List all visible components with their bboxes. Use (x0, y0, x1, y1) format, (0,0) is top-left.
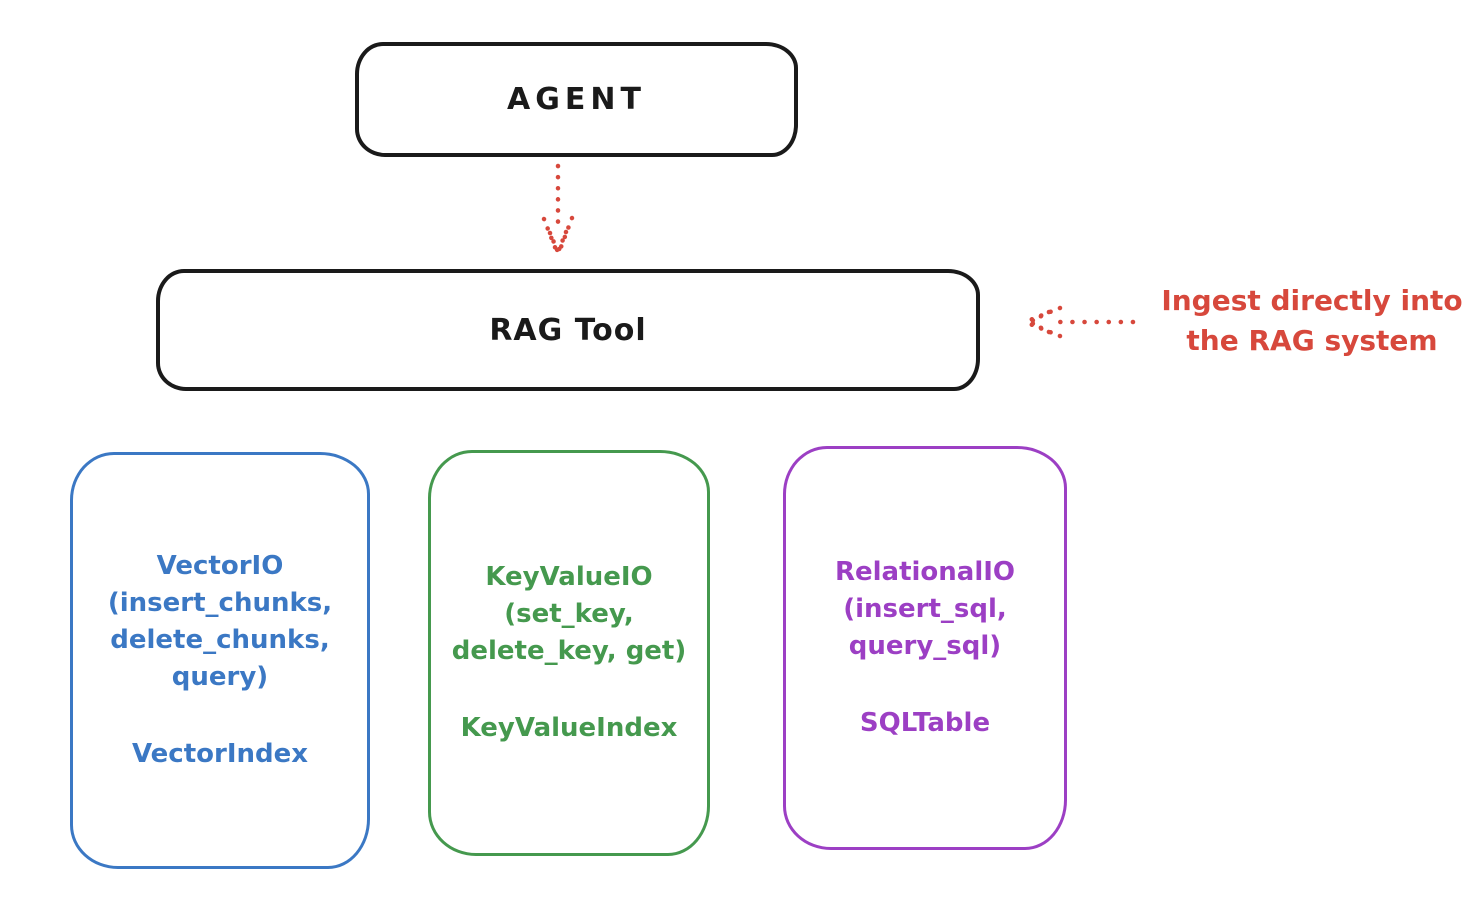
vector-io-subtitle: VectorIndex (131, 739, 309, 769)
relational-io-box: RelationalIO (insert_sql, query_sql) SQL… (783, 446, 1067, 850)
vector-io-box: VectorIO (insert_chunks, delete_chunks, … (70, 452, 370, 869)
rag-tool-label: RAG Tool (489, 312, 647, 348)
ingest-annotation-line1: Ingest directly into (1161, 284, 1463, 317)
relational-io-title: RelationalIO (insert_sql, query_sql) (834, 557, 1016, 661)
relational-io-subtitle: SQLTable (859, 708, 991, 738)
keyvalue-io-box: KeyValueIO (set_key, delete_key, get) Ke… (428, 450, 710, 856)
vector-io-title: VectorIO (insert_chunks, delete_chunks, … (107, 551, 333, 692)
ingest-annotation: Ingest directly into the RAG system (1140, 281, 1484, 361)
ingest-annotation-line2: the RAG system (1186, 324, 1438, 357)
ingest-arrow (1022, 305, 1136, 339)
agent-label: AGENT (507, 82, 646, 117)
agent-box: AGENT (355, 42, 798, 157)
agent-to-ragtool-arrow (541, 163, 575, 258)
keyvalue-io-subtitle: KeyValueIndex (460, 713, 678, 743)
keyvalue-io-title: KeyValueIO (set_key, delete_key, get) (451, 562, 687, 666)
rag-tool-box: RAG Tool (156, 269, 980, 391)
